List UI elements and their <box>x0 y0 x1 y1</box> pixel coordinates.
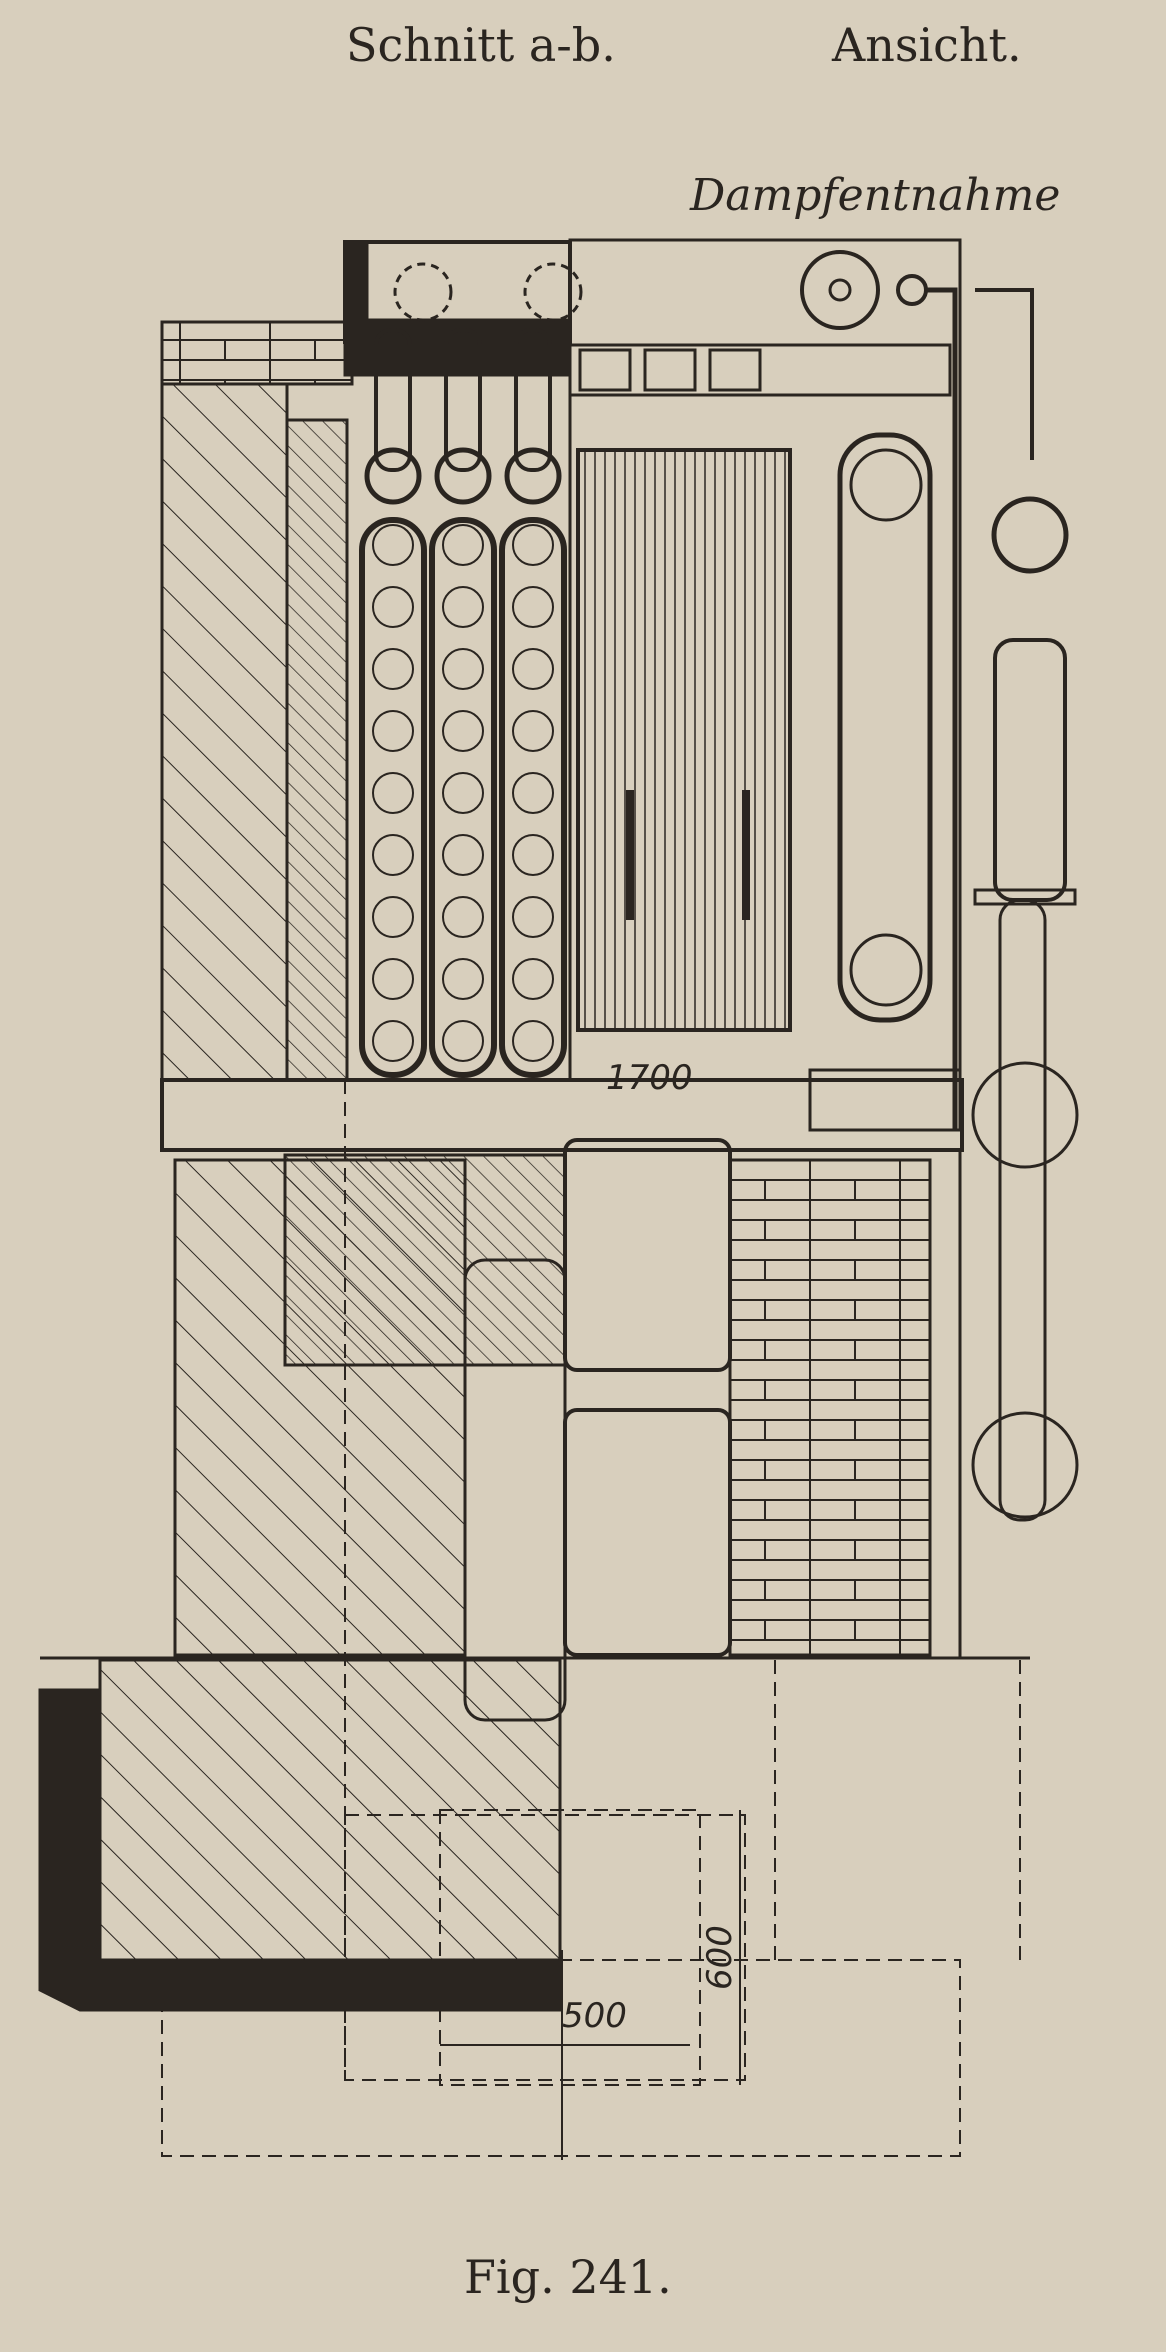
tube-circle <box>442 958 484 1000</box>
valve-row <box>578 348 762 392</box>
water-tubes <box>359 328 567 1078</box>
dimension-600: 600 <box>700 1925 740 1990</box>
dimension-500: 500 <box>562 1996 627 2036</box>
tube-circle <box>372 834 414 876</box>
tube-circle <box>442 834 484 876</box>
tube-circle <box>442 710 484 752</box>
tube-circle <box>372 648 414 690</box>
tube-circle <box>442 586 484 628</box>
tube-circle <box>512 896 554 938</box>
steam-valve <box>800 250 880 330</box>
tube-circle <box>372 710 414 752</box>
water-column <box>993 638 1067 902</box>
tube-circle <box>512 710 554 752</box>
firing-door <box>563 1138 732 1372</box>
outer-wall-upper <box>160 382 289 1082</box>
tube-circle <box>512 772 554 814</box>
section-label: Schnitt a-b. <box>346 18 616 72</box>
tube-circle <box>512 648 554 690</box>
view-label: Ansicht. <box>832 18 1022 72</box>
inspection-door <box>837 432 933 1023</box>
tube-circle <box>512 834 554 876</box>
tube-circle <box>372 586 414 628</box>
tube-circle <box>442 648 484 690</box>
downpipe <box>998 898 1047 1522</box>
beam <box>160 1078 964 1152</box>
tube-circle <box>512 1020 554 1062</box>
steam-pipe <box>926 287 958 1130</box>
tube-circle <box>372 772 414 814</box>
tube-circle <box>372 896 414 938</box>
tube-circle <box>512 586 554 628</box>
tube-circle <box>442 524 484 566</box>
dimension-1700: 1700 <box>606 1058 693 1098</box>
tube-circle <box>512 524 554 566</box>
tube-circle <box>442 896 484 938</box>
tube-circle <box>372 1020 414 1062</box>
ash-door <box>563 1408 732 1657</box>
tube-circle <box>442 772 484 814</box>
inner-wall-upper <box>285 418 349 1082</box>
tube-circle <box>372 958 414 1000</box>
tube-circle <box>372 524 414 566</box>
front-panel <box>576 448 792 1032</box>
tube-circle <box>512 958 554 1000</box>
steam-outlet-label: Dampfentnahme <box>690 170 1061 221</box>
figure-caption: Fig. 241. <box>464 2250 672 2304</box>
pressure-gauge <box>991 496 1069 574</box>
tube-cross-sections <box>372 524 554 1062</box>
tube-circle <box>442 1020 484 1062</box>
top-brick-course <box>160 320 354 386</box>
brick-front <box>728 1158 932 1657</box>
